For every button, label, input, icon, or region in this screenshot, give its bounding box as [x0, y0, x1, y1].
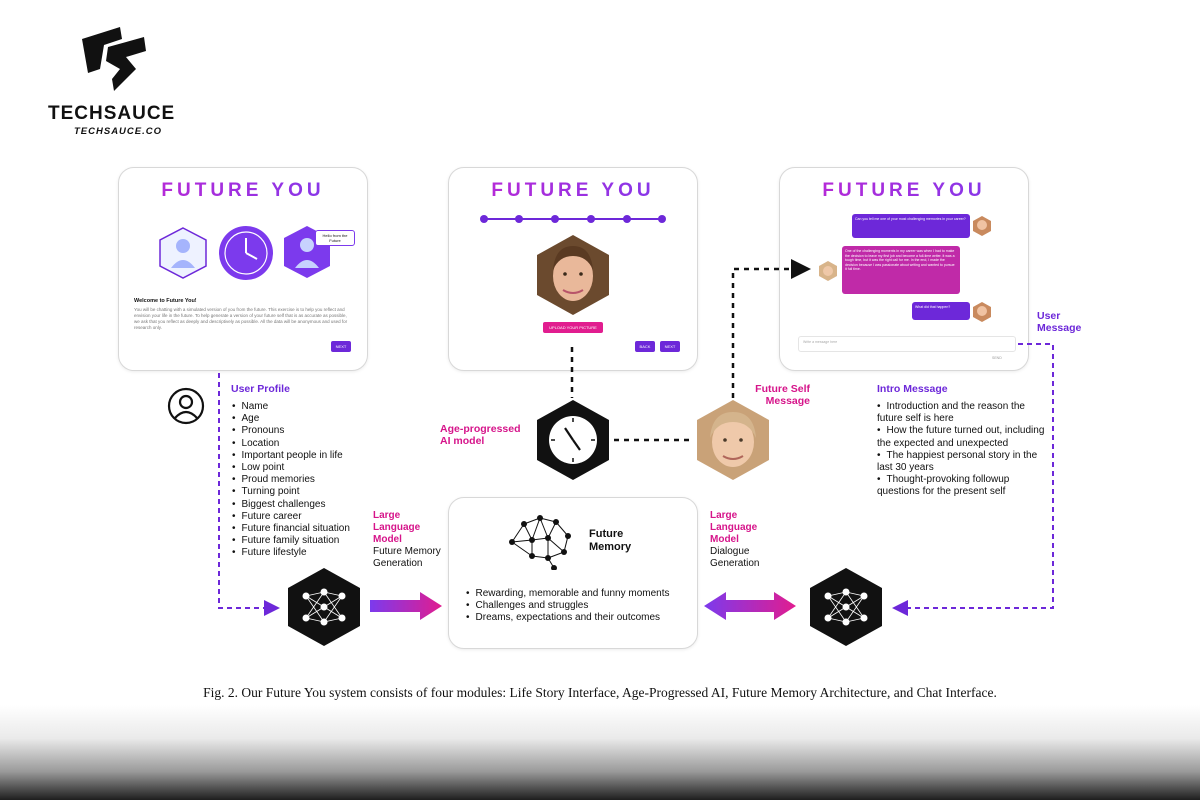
chat-send-button[interactable]: SEND — [992, 356, 1002, 360]
chat-message-input[interactable]: Write a message here — [798, 336, 1016, 352]
user-avatar — [973, 216, 991, 236]
upload-picture-button[interactable]: UPLOAD YOUR PICTURE — [543, 322, 603, 333]
list-item: Future lifestyle — [232, 547, 350, 559]
list-item: Future financial situation — [232, 523, 350, 535]
logo-url: TECHSAUCE.CO — [74, 126, 163, 137]
future-memory-list: Rewarding, memorable and funny momentsCh… — [466, 588, 670, 625]
list-item: Introduction and the reason the future s… — [877, 401, 1047, 425]
list-item: Proud memories — [232, 474, 350, 486]
user-profile-list: NameAgePronounsLocationImportant people … — [232, 401, 350, 560]
user-chat-bubble-2: What did that happen? — [912, 302, 970, 320]
techsauce-logo-mark — [82, 27, 146, 91]
age-back-button[interactable]: BACK — [635, 341, 655, 352]
llm-left-sub: Future Memory Generation — [373, 546, 441, 569]
intro-message-list: Introduction and the reason the future s… — [877, 401, 1047, 499]
welcome-body: You will be chatting with a simulated ve… — [134, 307, 348, 330]
user-avatar-2 — [973, 302, 991, 322]
future-memory-box: Future Memory Rewarding, memorable and f… — [448, 497, 698, 649]
intro-message-label: Intro Message — [877, 383, 948, 395]
list-item: Biggest challenges — [232, 499, 350, 511]
future-memory-title: Future Memory — [589, 528, 632, 553]
aged-face-photo — [697, 400, 769, 480]
intro-next-button[interactable]: NEXT — [331, 341, 351, 352]
llm-left-text: Large Language Model Future Memory Gener… — [373, 510, 443, 570]
list-item: Turning point — [232, 486, 350, 498]
welcome-heading: Welcome to Future You! — [134, 298, 197, 304]
logo-name: TECHSAUCE — [48, 103, 176, 124]
list-item: Challenges and struggles — [466, 600, 670, 612]
figure-caption: Fig. 2. Our Future You system consists o… — [203, 685, 997, 700]
list-item: Future family situation — [232, 535, 350, 547]
list-item: Rewarding, memorable and funny moments — [466, 588, 670, 600]
list-item: Important people in life — [232, 450, 350, 462]
list-item: Location — [232, 438, 350, 450]
card-title: FUTURE YOU — [449, 180, 697, 202]
future-self-chat-bubble: One of the challenging moments in my car… — [842, 246, 960, 294]
user-profile-label: User Profile — [231, 383, 290, 395]
future-self-avatar — [819, 261, 837, 281]
llm-right-sub: Dialogue Generation — [710, 546, 760, 569]
list-item: Low point — [232, 462, 350, 474]
user-profile-icon — [167, 387, 205, 425]
llm-right-label: Large Language Model — [710, 510, 758, 545]
clock-icon — [219, 226, 273, 280]
neural-network-icon-left — [288, 568, 360, 646]
llm-left-label: Large Language Model — [373, 510, 421, 545]
future-self-message-label: Future Self Message — [755, 383, 810, 407]
present-self-icon — [159, 227, 207, 279]
brain-network-icon — [509, 515, 571, 570]
list-item: Dreams, expectations and their outcomes — [466, 612, 670, 624]
bottom-fade — [0, 705, 1200, 800]
progress-steps — [480, 215, 666, 223]
chat-card: FUTURE YOU Can you tell me one of your m… — [779, 167, 1029, 371]
list-item: Thought-provoking followup questions for… — [877, 474, 1047, 498]
list-item: Age — [232, 413, 350, 425]
intro-card: FUTURE YOU Hello from the Future Welcome… — [118, 167, 368, 371]
card-title: FUTURE YOU — [119, 180, 367, 202]
list-item: Future career — [232, 511, 350, 523]
list-item: How the future turned out, including the… — [877, 425, 1047, 449]
techsauce-logo: TECHSAUCE TECHSAUCE.CO — [48, 25, 188, 140]
card-title: FUTURE YOU — [780, 180, 1028, 202]
user-message-label: User Message — [1037, 310, 1082, 334]
list-item: Name — [232, 401, 350, 413]
age-next-button[interactable]: NEXT — [660, 341, 680, 352]
age-card: FUTURE YOU UPLOAD YOUR PICTURE BACK NEXT — [448, 167, 698, 371]
neural-network-icon-right — [810, 568, 882, 646]
list-item: Pronouns — [232, 425, 350, 437]
age-model-label: Age-progressed AI model — [440, 423, 521, 447]
list-item: The happiest personal story in the last … — [877, 450, 1047, 474]
connector-lines — [218, 259, 1054, 620]
age-model-clock-icon — [537, 400, 609, 480]
user-chat-bubble: Can you tell me one of your most challen… — [852, 214, 970, 238]
llm-right-text: Large Language Model Dialogue Generation — [710, 510, 780, 570]
young-face-photo — [537, 235, 609, 315]
future-bubble: Hello from the Future — [315, 230, 355, 246]
